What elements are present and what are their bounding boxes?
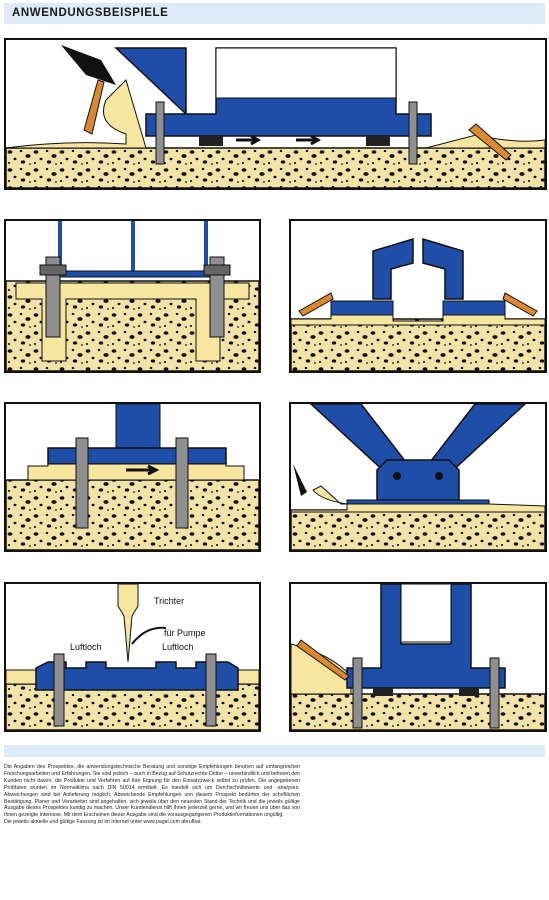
diagram-panel-1 [4, 38, 547, 190]
diagram-panel-5 [289, 402, 547, 552]
diagram-panel-4 [4, 402, 261, 552]
diagram-panel-3 [289, 219, 547, 373]
disclaimer-text: Die Angaben des Prospektes, die anwendun… [4, 764, 300, 826]
page-title: ANWENDUNGSBEISPIELE [12, 7, 169, 19]
label-trichter: Trichter [154, 596, 184, 606]
diagram-panel-2 [4, 219, 261, 373]
disclaimer-paragraph-1: Die Angaben des Prospektes, die anwendun… [4, 764, 300, 819]
diagram-panel-6: Trichter für Pumpe Luftloch Luftloch [4, 582, 261, 732]
diagram-panel-7 [289, 582, 547, 732]
label-luftloch-left: Luftloch [70, 642, 102, 652]
disclaimer-paragraph-2: Die jeweils aktuelle und gültige Fassung… [4, 819, 202, 826]
footer-bar [4, 745, 545, 757]
label-pumpe: für Pumpe [164, 628, 206, 638]
header-bar: ANWENDUNGSBEISPIELE [4, 3, 545, 24]
label-luftloch-right: Luftloch [162, 642, 194, 652]
